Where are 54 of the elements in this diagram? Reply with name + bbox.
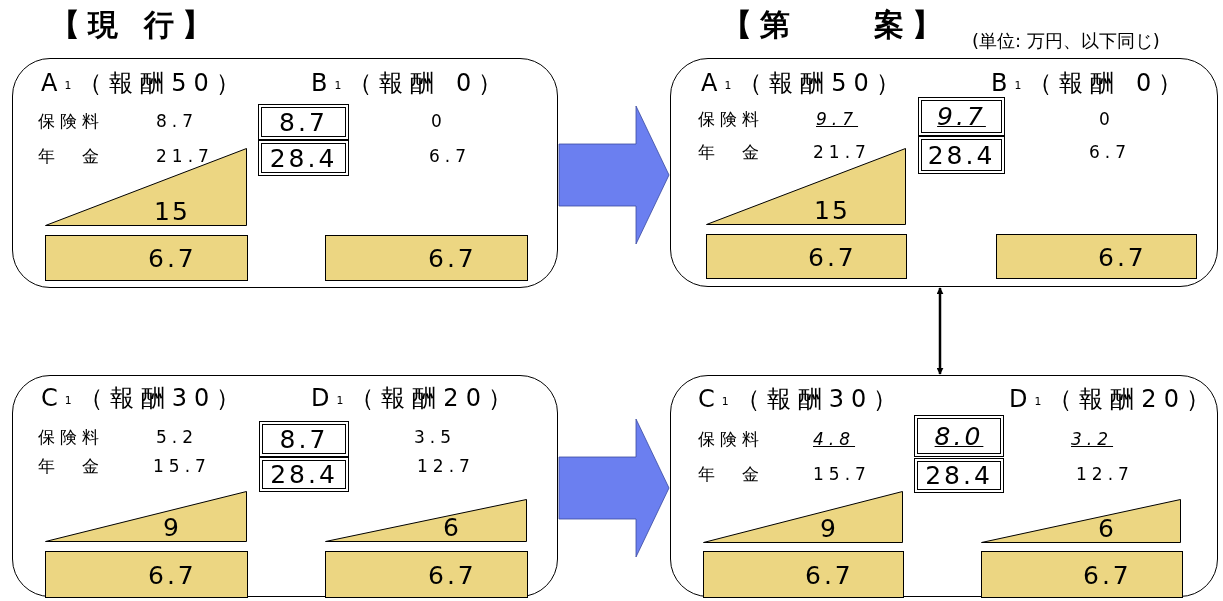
value-text: 21.7	[813, 144, 871, 161]
double-arrow	[936, 287, 944, 375]
value-text: 6.7	[1089, 144, 1132, 161]
bar: 6.7	[45, 551, 248, 598]
row-label: 年 金	[698, 144, 764, 161]
value-cell: 8.0	[914, 415, 1004, 457]
bar: 6.7	[45, 235, 248, 281]
value-text: 15.7	[813, 466, 871, 483]
value-cell: 8.7	[259, 421, 349, 457]
rounded-panel	[12, 375, 558, 597]
block-arrow	[558, 105, 670, 245]
block-arrow	[558, 418, 670, 558]
rounded-panel	[12, 58, 558, 288]
bar: 6.7	[325, 551, 528, 598]
value-text: 12.7	[1076, 466, 1134, 483]
value-text: 9.7	[816, 111, 859, 128]
row-label: 保険料	[38, 429, 104, 446]
row-label: 年 金	[38, 458, 104, 475]
value-text: 6.7	[429, 148, 472, 165]
value-text: 4.8	[813, 431, 856, 448]
bar: 6.7	[703, 551, 904, 598]
value-text: 15.7	[153, 458, 211, 475]
value-cell: 28.4	[258, 140, 349, 176]
value-cell: 28.4	[259, 457, 349, 492]
wedge-bar: 6	[981, 499, 1181, 543]
rounded-panel	[670, 58, 1218, 287]
value-cell: 28.4	[914, 458, 1004, 493]
wedge-bar: 9	[45, 491, 247, 542]
value-text: 3.5	[414, 429, 457, 446]
value-text: 5.2	[156, 429, 199, 446]
value-cell: 9.7	[918, 97, 1005, 136]
section-heading: 【第 案】	[722, 10, 950, 40]
value-cell: 8.7	[258, 104, 349, 140]
row-label: 年 金	[698, 466, 764, 483]
value-text: 8.7	[156, 113, 199, 130]
bar: 6.7	[706, 234, 907, 279]
value-text: 0	[431, 113, 447, 130]
value-text: 3.2	[1071, 431, 1114, 448]
row-label: 保険料	[698, 111, 764, 128]
row-label: 保険料	[38, 113, 104, 130]
row-label: 年 金	[38, 148, 104, 165]
value-text: 0	[1099, 111, 1115, 128]
value-text: 21.7	[156, 148, 214, 165]
value-text: 12.7	[417, 458, 475, 475]
unit-note: (単位: 万円、以下同じ)	[972, 32, 1160, 50]
bar: 6.7	[996, 234, 1197, 279]
bar: 6.7	[325, 235, 528, 281]
wedge-bar: 9	[703, 491, 903, 543]
bar: 6.7	[981, 551, 1183, 598]
row-label: 保険料	[698, 431, 764, 448]
rounded-panel	[670, 375, 1218, 597]
wedge-bar: 6	[325, 499, 527, 542]
section-heading: 【現 行】	[50, 10, 221, 40]
value-cell: 28.4	[918, 136, 1005, 174]
